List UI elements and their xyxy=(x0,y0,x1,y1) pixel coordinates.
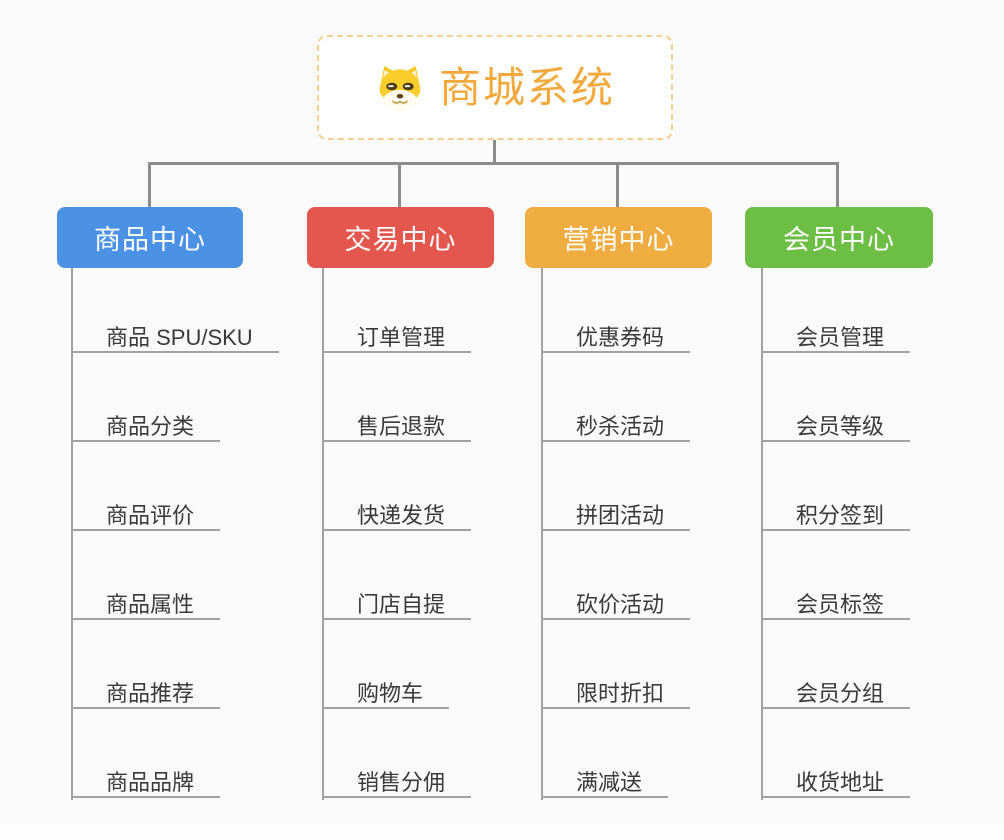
branch-label: 商品中心 xyxy=(94,225,206,255)
leaf-node[interactable]: 商品属性 xyxy=(72,582,221,620)
leaf-node[interactable]: 砍价活动 xyxy=(542,582,691,620)
root-node[interactable]: 商城系统 xyxy=(317,35,673,140)
leaf-node[interactable]: 商品推荐 xyxy=(72,671,221,709)
branch-label: 营销中心 xyxy=(562,225,675,255)
leaf-node[interactable]: 商品评价 xyxy=(72,493,221,531)
connector-trunk-3 xyxy=(541,268,543,800)
leaf-node[interactable]: 商品品牌 xyxy=(72,760,221,798)
leaf-node[interactable]: 拼团活动 xyxy=(542,493,691,531)
branch-node-product-center[interactable]: 商品中心 xyxy=(57,207,243,268)
connector-drop-3 xyxy=(616,165,619,207)
branch-label: 会员中心 xyxy=(783,225,895,255)
branch-node-trade-center[interactable]: 交易中心 xyxy=(307,207,494,268)
branch-node-marketing-center[interactable]: 营销中心 xyxy=(525,207,712,268)
branch-label: 交易中心 xyxy=(344,225,457,255)
leaf-node[interactable]: 会员等级 xyxy=(762,404,911,442)
leaf-node[interactable]: 优惠券码 xyxy=(542,315,691,353)
leaf-node[interactable]: 收货地址 xyxy=(762,760,911,798)
connector-trunk-2 xyxy=(322,268,324,800)
leaf-node[interactable]: 会员分组 xyxy=(762,671,911,709)
branch-node-member-center[interactable]: 会员中心 xyxy=(745,207,933,268)
leaf-node[interactable]: 会员管理 xyxy=(762,315,911,353)
connector-drop-1 xyxy=(148,165,151,207)
connector-rail xyxy=(148,162,839,165)
connector-trunk-1 xyxy=(71,268,73,800)
connector-root-stub xyxy=(493,140,496,165)
doge-icon xyxy=(375,63,425,113)
leaf-node[interactable]: 商品 SPU/SKU xyxy=(72,315,279,353)
leaf-node[interactable]: 订单管理 xyxy=(323,315,472,353)
leaf-node[interactable]: 门店自提 xyxy=(323,582,472,620)
root-title: 商城系统 xyxy=(438,63,615,111)
leaf-node[interactable]: 会员标签 xyxy=(762,582,911,620)
connector-drop-2 xyxy=(398,165,401,207)
leaf-node[interactable]: 限时折扣 xyxy=(542,671,691,709)
leaf-node[interactable]: 快递发货 xyxy=(323,493,472,531)
leaf-node[interactable]: 商品分类 xyxy=(72,404,221,442)
connector-drop-4 xyxy=(836,165,839,207)
leaf-node[interactable]: 秒杀活动 xyxy=(542,404,691,442)
leaf-node[interactable]: 售后退款 xyxy=(323,404,472,442)
leaf-node[interactable]: 满减送 xyxy=(542,760,669,798)
connector-trunk-4 xyxy=(761,268,763,800)
leaf-node[interactable]: 积分签到 xyxy=(762,493,911,531)
leaf-node[interactable]: 购物车 xyxy=(323,671,450,709)
leaf-node[interactable]: 销售分佣 xyxy=(323,760,472,798)
